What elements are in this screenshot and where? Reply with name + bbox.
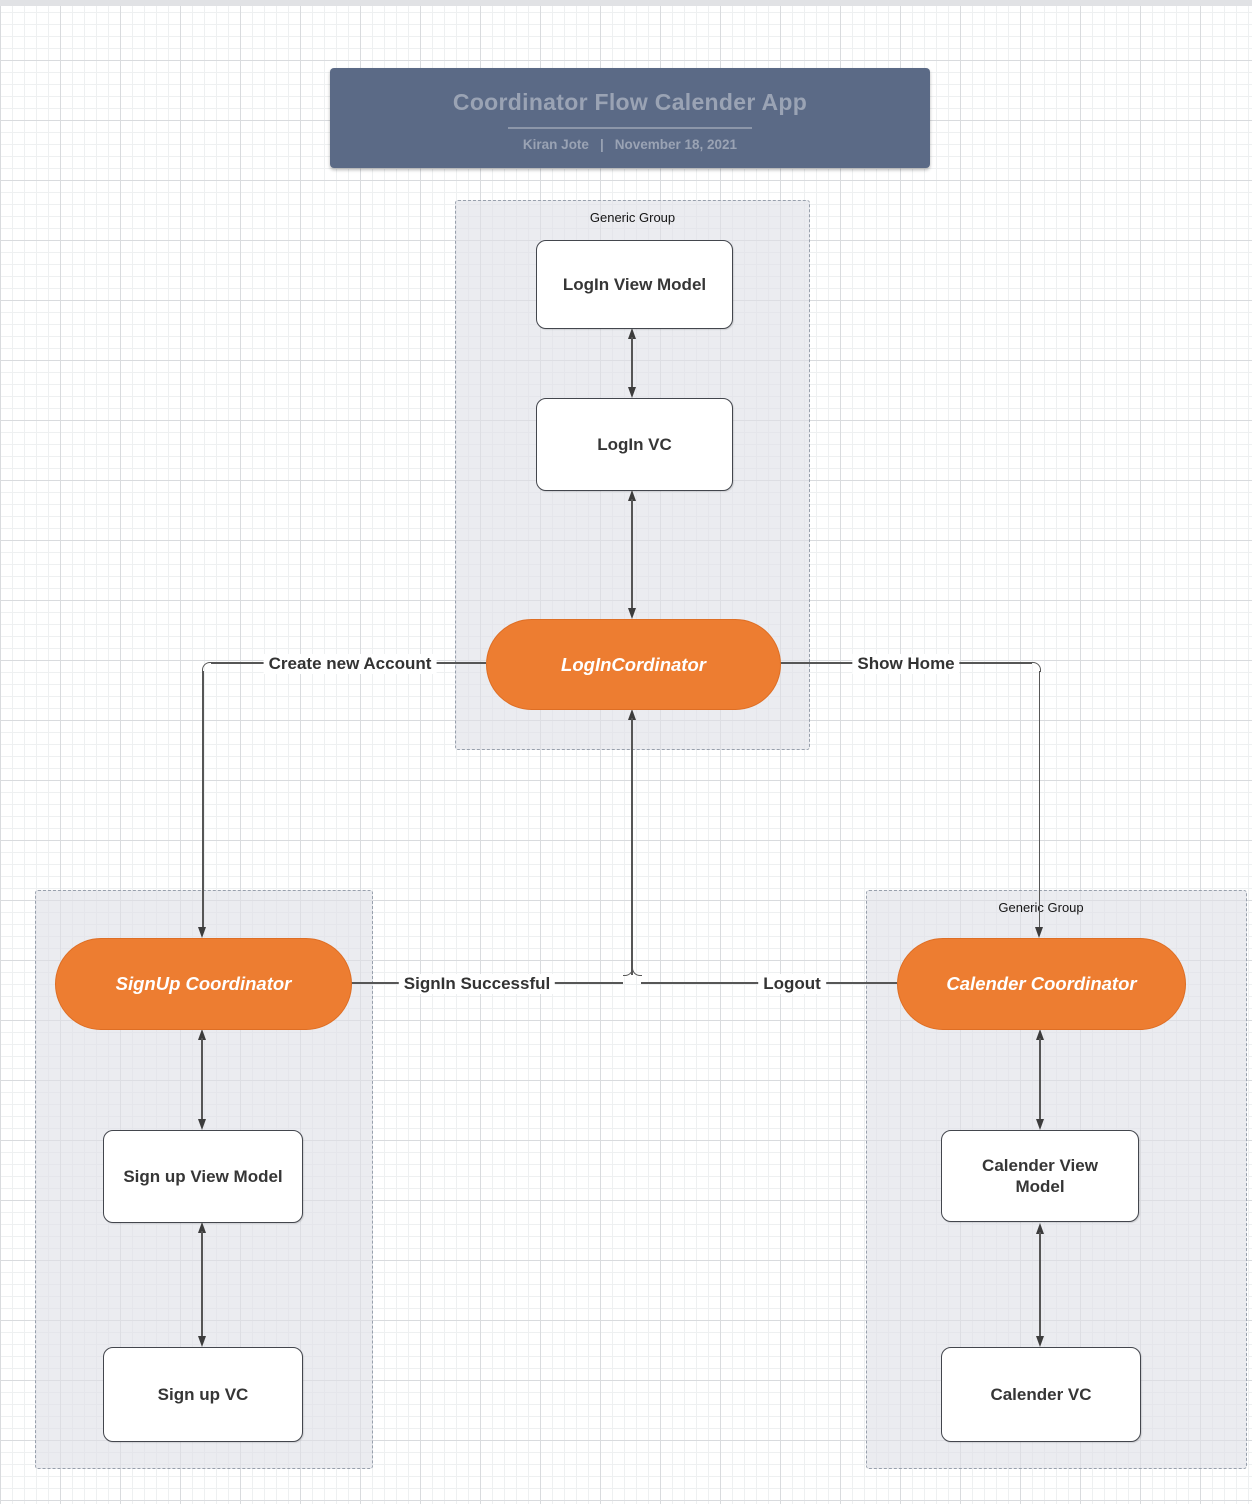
canvas-edge-strip [0, 0, 1252, 6]
line-segment [1039, 1038, 1041, 1121]
arrowhead-up [627, 328, 636, 339]
arrowhead-up [1035, 1223, 1044, 1234]
edge-label-show-home: Show Home [852, 654, 960, 674]
node-login-vc: LogIn VC [536, 398, 733, 491]
connector-calcoord-calvm [1035, 1029, 1045, 1130]
edge-label-logout: Logout [758, 974, 826, 994]
connector-create-account-corner [202, 662, 212, 672]
line-segment [1039, 1232, 1041, 1338]
author-name: Kiran Jote [522, 137, 589, 152]
arrowhead-up [627, 490, 636, 501]
arrowhead-into-signup-coordinator [198, 927, 206, 938]
arrowhead-up [197, 1222, 206, 1233]
connector-create-account-vline [202, 671, 204, 927]
connector-loginvm-loginvc [627, 328, 637, 398]
line-segment [201, 1038, 203, 1121]
node-signup-coordinator: SignUp Coordinator [55, 938, 352, 1030]
connector-calvm-calvc [1035, 1223, 1045, 1347]
connector-show-home-vline [1038, 671, 1040, 927]
arrowhead-down [1035, 1336, 1044, 1347]
group-calendar-label: Generic Group [998, 900, 1084, 915]
line-segment [631, 718, 633, 975]
arrowhead-up [1035, 1029, 1044, 1040]
subtitle-separator: | [599, 137, 604, 152]
arrowhead-down [197, 1119, 206, 1130]
connector-loginvc-logincoordinator [627, 490, 637, 619]
node-signup-view-model: Sign up View Model [103, 1130, 303, 1223]
connector-show-home-corner [1031, 662, 1041, 672]
node-login-coordinator: LogInCordinator [486, 619, 781, 710]
node-calendar-coordinator: Calender Coordinator [897, 938, 1186, 1030]
arrowhead-down [627, 608, 636, 619]
connector-junction-curve-right [631, 966, 642, 976]
node-calendar-view-model: Calender View Model [941, 1130, 1139, 1222]
edge-label-signin-successful: SignIn Successful [398, 974, 556, 994]
node-calendar-vc: Calender VC [941, 1347, 1141, 1442]
node-login-view-model: LogIn View Model [536, 240, 733, 329]
connector-signupcoord-signupvm [197, 1029, 207, 1130]
date-label: November 18, 2021 [614, 137, 738, 152]
connector-merge-to-logincoordinator [627, 709, 637, 975]
arrowhead-down [1035, 1119, 1044, 1130]
arrowhead-down [197, 1336, 206, 1347]
arrowhead-up [627, 709, 636, 720]
edge-label-create-new-account: Create new Account [263, 654, 437, 674]
title-banner: Coordinator Flow Calender App Kiran Jote… [330, 68, 930, 168]
line-segment [201, 1231, 203, 1338]
arrowhead-up [197, 1029, 206, 1040]
node-signup-vc: Sign up VC [103, 1347, 303, 1442]
connector-signupvm-signupvc [197, 1222, 207, 1347]
page-title: Coordinator Flow Calender App [452, 89, 808, 115]
arrowhead-into-calendar-coordinator [1035, 927, 1043, 938]
group-login-label: Generic Group [589, 210, 676, 225]
title-subtitle: Kiran Jote | November 18, 2021 [330, 137, 930, 152]
line-segment [631, 337, 633, 389]
line-segment [631, 499, 633, 610]
arrowhead-down [627, 387, 636, 398]
title-divider [508, 127, 752, 129]
